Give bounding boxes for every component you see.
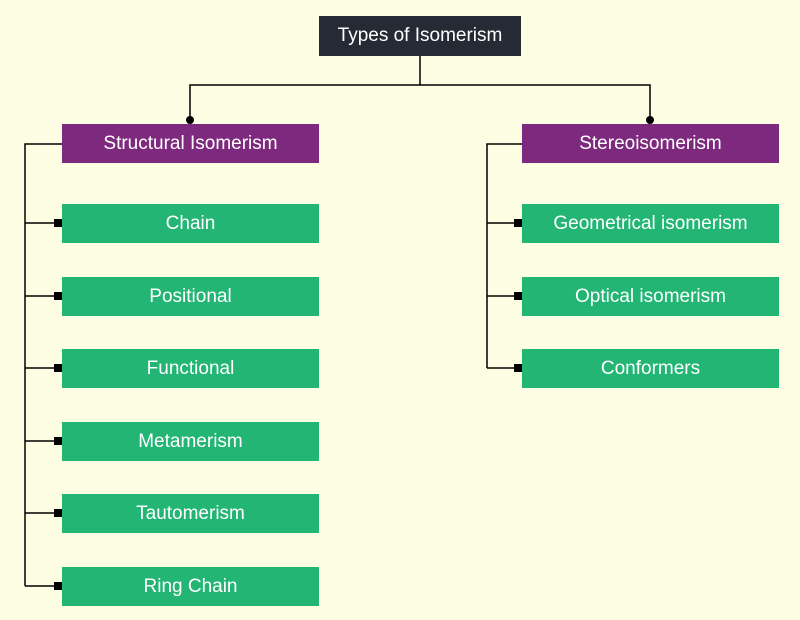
leaf-label: Optical isomerism xyxy=(575,285,726,307)
leaf-node: Functional xyxy=(62,349,319,388)
branch-node-structural: Structural Isomerism xyxy=(62,124,319,163)
leaf-label: Positional xyxy=(149,285,232,307)
branch-label: Stereoisomerism xyxy=(579,132,722,154)
leaf-node: Chain xyxy=(62,204,319,243)
leaf-label: Chain xyxy=(165,212,216,234)
leaf-label: Tautomerism xyxy=(136,502,245,524)
branch-1-ticks xyxy=(487,219,522,372)
leaf-label: Metamerism xyxy=(138,430,243,452)
leaf-node: Metamerism xyxy=(62,422,319,461)
branch-0-spine xyxy=(24,143,62,586)
branch-0-ticks xyxy=(25,219,62,590)
leaf-label: Ring Chain xyxy=(143,575,238,597)
root-node: Types of Isomerism xyxy=(319,16,521,56)
root-connector xyxy=(189,56,651,120)
leaf-node: Tautomerism xyxy=(62,494,319,533)
leaf-node: Optical isomerism xyxy=(522,277,779,316)
leaf-node: Conformers xyxy=(522,349,779,388)
leaf-node: Geometrical isomerism xyxy=(522,204,779,243)
leaf-label: Functional xyxy=(146,357,235,379)
branch-0-joint xyxy=(186,116,194,124)
branch-node-stereo: Stereoisomerism xyxy=(522,124,779,163)
leaf-node: Positional xyxy=(62,277,319,316)
branch-1-spine xyxy=(486,143,522,368)
leaf-label: Geometrical isomerism xyxy=(553,212,748,234)
branch-1-joint xyxy=(646,116,654,124)
root-label: Types of Isomerism xyxy=(337,25,503,46)
branch-label: Structural Isomerism xyxy=(103,132,278,154)
leaf-node: Ring Chain xyxy=(62,567,319,606)
leaf-label: Conformers xyxy=(600,357,701,379)
